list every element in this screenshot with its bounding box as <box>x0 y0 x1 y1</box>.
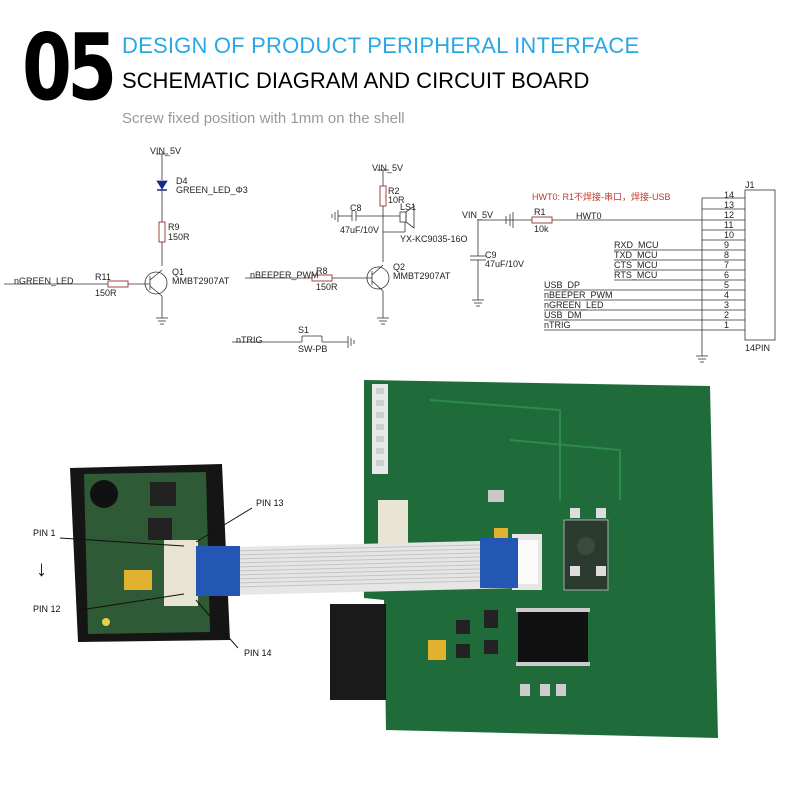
ls1-part-label: YX-KC9035-16O <box>400 234 468 244</box>
q1-label: Q1 <box>172 267 185 277</box>
j1-part-label: 14PIN <box>745 343 771 353</box>
ngreen-led-label: nGREEN_LED <box>14 276 74 286</box>
hwt0-label: HWT0 <box>576 211 602 221</box>
connector-pin-number: 6 <box>724 270 730 280</box>
connector-pin-number: 14 <box>724 190 735 200</box>
subtitle: Screw fixed position with 1mm on the she… <box>122 110 405 127</box>
connector-pin-number: 4 <box>724 290 730 300</box>
r11-value: 150R <box>95 288 117 298</box>
vin-label-3: VIN_5V <box>462 210 494 220</box>
connector-pin-number: 13 <box>724 200 735 210</box>
d4-label: D4 <box>176 176 188 186</box>
connector-signal-name: TXD_MCU <box>614 250 658 260</box>
circuit-board-photo <box>59 380 718 738</box>
connector-pin-number: 12 <box>724 210 735 220</box>
d4-part-label: GREEN_LED_Φ3 <box>176 185 248 195</box>
r8-value: 150R <box>316 282 338 292</box>
title-line-2: SCHEMATIC DIAGRAM AND CIRCUIT BOARD <box>122 68 590 93</box>
connector-pin-number: 1 <box>724 320 730 330</box>
schematic-diagram <box>4 153 776 363</box>
flex-cable-stiffener-right <box>480 538 518 588</box>
r9-label: R9 <box>168 222 180 232</box>
vin-label-1: VIN_5V <box>150 146 182 156</box>
pin-14-label: PIN 14 <box>244 648 272 658</box>
connector-signal-name: RXD_MCU <box>614 240 659 250</box>
s1-label: S1 <box>298 325 310 335</box>
pin-13-label: PIN 13 <box>256 498 284 508</box>
connector-signal-name: nTRIG <box>544 320 571 330</box>
connector-pin-number: 5 <box>724 280 730 290</box>
connector-pin-number: 2 <box>724 310 730 320</box>
connector-signal-name: USB_DM <box>544 310 582 320</box>
q1-part-label: MMBT2907AT <box>172 276 230 286</box>
pin-12-label: PIN 12 <box>33 604 61 614</box>
connector-signal-name: USB_DP <box>544 280 581 290</box>
connector-signal-name: nGREEN_LED <box>544 300 604 310</box>
c9-value: 47uF/10V <box>485 259 525 269</box>
flex-cable-stiffener-left <box>196 546 240 596</box>
c8-label: C8 <box>350 203 362 213</box>
vin-label-2: VIN_5V <box>372 163 404 173</box>
s1-part-label: SW-PB <box>298 344 328 354</box>
title-line-1: DESIGN OF PRODUCT PERIPHERAL INTERFACE <box>122 33 640 58</box>
r9-value: 150R <box>168 232 190 242</box>
ls1-label: LS1 <box>400 202 417 212</box>
connector-pin-number: 8 <box>724 250 730 260</box>
connector-signal-name: nBEEPER_PWM <box>544 290 613 300</box>
c9-label: C9 <box>485 250 497 260</box>
c8-value: 47uF/10V <box>340 225 380 235</box>
hwt0-note: HWT0: R1不焊接-串口，焊接-USB <box>532 192 671 202</box>
j1-label: J1 <box>745 180 755 190</box>
q2-part-label: MMBT2907AT <box>393 271 451 281</box>
r8-label: R8 <box>316 266 328 276</box>
connector-signal-name: RTS_MCU <box>614 270 658 280</box>
pin-1-label: PIN 1 <box>33 528 56 538</box>
connector-pin-number: 9 <box>724 240 730 250</box>
q2-label: Q2 <box>393 262 406 272</box>
connector-pin-number: 3 <box>724 300 730 310</box>
connector-pin-number: 11 <box>724 220 734 230</box>
r2-value: 10R <box>388 195 405 205</box>
ntrig-label: nTRIG <box>236 335 263 345</box>
r1-label: R1 <box>534 207 546 217</box>
r1-value: 10k <box>534 224 549 234</box>
section-number: 05 <box>22 14 117 121</box>
down-arrow-icon: ↓ <box>36 556 47 581</box>
r11-label: R11 <box>95 272 111 282</box>
connector-pin-number: 7 <box>724 260 730 270</box>
r2-label: R2 <box>388 186 400 196</box>
connector-pin-number: 10 <box>724 230 735 240</box>
connector-signal-name: CTS_MCU <box>614 260 658 270</box>
nbeeper-pwm-label: nBEEPER_PWM <box>250 270 319 280</box>
